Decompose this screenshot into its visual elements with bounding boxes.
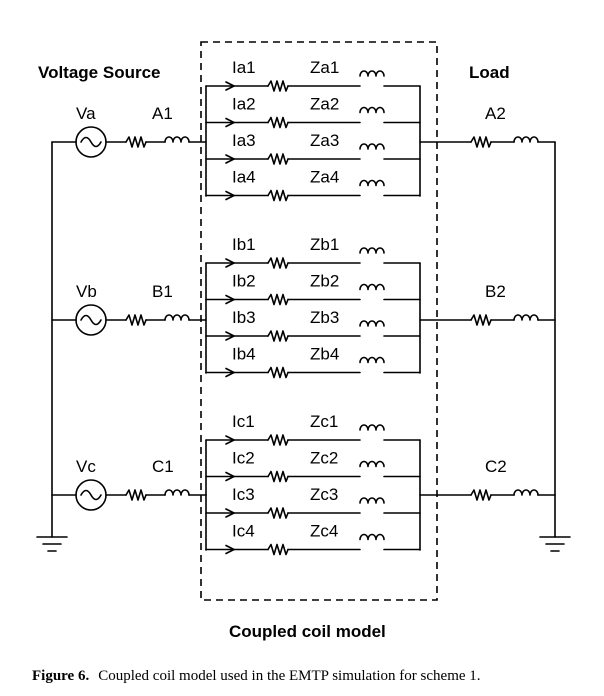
- current-arrow-icon: [225, 367, 235, 378]
- current-arrow-icon: [225, 117, 235, 128]
- source-label: Vb: [76, 282, 97, 301]
- branch-Zb1: Ib1 Zb1: [205, 235, 421, 269]
- branch-current-label: Ic2: [232, 449, 255, 468]
- branch-Zc2: Ic2 Zc2: [205, 449, 421, 483]
- branch-Za2: Ia2 Za2: [205, 95, 421, 129]
- branch-Za1: Ia1 Za1: [205, 58, 421, 92]
- branch-impedance-label: Zb4: [310, 345, 339, 364]
- caption-label: Figure 6.: [32, 668, 89, 684]
- coupled-coil-boundary: [200, 41, 438, 601]
- branch-impedance-label: Zb2: [310, 272, 339, 291]
- source-label: Vc: [76, 457, 96, 476]
- branch-current-label: Ib3: [232, 308, 256, 327]
- branch-current-label: Ic1: [232, 412, 255, 431]
- line-impedance-label: A1: [152, 104, 173, 123]
- sine-wave-icon: [80, 489, 102, 501]
- current-arrow-icon: [225, 471, 235, 482]
- branch-impedance-label: Za4: [310, 168, 339, 187]
- branch-Zc3: Ic3 Zc3: [205, 485, 421, 519]
- branch-Za3: Ia3 Za3: [205, 131, 421, 165]
- branch-impedance-label: Zc3: [310, 485, 338, 504]
- line-impedance-label: C1: [152, 457, 174, 476]
- coupled-coil-model-heading: Coupled coil model: [229, 622, 386, 641]
- branch-current-label: Ia1: [232, 58, 256, 77]
- branch-impedance-label: Za1: [310, 58, 339, 77]
- current-arrow-icon: [225, 331, 235, 341]
- left-ground-icon: [36, 536, 68, 552]
- branch-impedance-label: Za2: [310, 95, 339, 114]
- branch-Zb3: Ib3 Zb3: [205, 308, 421, 342]
- load-impedance-label: B2: [485, 282, 506, 301]
- branch-current-label: Ib1: [232, 235, 256, 254]
- branch-impedance-label: Zc2: [310, 449, 338, 468]
- branch-Zc1: Ic1 Zc1: [205, 412, 421, 446]
- branch-current-label: Ia3: [232, 131, 256, 150]
- sine-wave-icon: [80, 136, 102, 148]
- branch-current-label: Ib2: [232, 272, 256, 291]
- load-heading: Load: [469, 63, 510, 82]
- current-arrow-icon: [225, 154, 235, 164]
- current-arrow-icon: [225, 258, 235, 268]
- branch-Zb2: Ib2 Zb2: [205, 272, 421, 306]
- current-arrow-icon: [225, 508, 235, 518]
- load-impedance-label: C2: [485, 457, 507, 476]
- branch-impedance-label: Zc1: [310, 412, 338, 431]
- current-arrow-icon: [225, 435, 235, 445]
- branch-Za4: Ia4 Za4: [205, 168, 421, 202]
- branch-current-label: Ib4: [232, 345, 256, 364]
- current-arrow-icon: [225, 294, 235, 305]
- branch-current-label: Ic3: [232, 485, 255, 504]
- source-label: Va: [76, 104, 96, 123]
- branch-impedance-label: Za3: [310, 131, 339, 150]
- branch-current-label: Ic4: [232, 522, 255, 541]
- line-impedance-label: B1: [152, 282, 173, 301]
- branch-Zc4: Ic4 Zc4: [205, 522, 421, 556]
- branch-impedance-label: Zb3: [310, 308, 339, 327]
- branch-impedance-label: Zc4: [310, 522, 338, 541]
- voltage-source-heading: Voltage Source: [38, 63, 161, 82]
- current-arrow-icon: [225, 190, 235, 201]
- right-ground-icon: [539, 536, 571, 552]
- current-arrow-icon: [225, 81, 235, 91]
- sine-wave-icon: [80, 314, 102, 326]
- branch-current-label: Ia2: [232, 95, 256, 114]
- caption-text: Coupled coil model used in the EMTP simu…: [98, 668, 480, 684]
- load-impedance-label: A2: [485, 104, 506, 123]
- current-arrow-icon: [225, 544, 235, 555]
- branch-impedance-label: Zb1: [310, 235, 339, 254]
- branch-Zb4: Ib4 Zb4: [205, 345, 421, 379]
- branch-current-label: Ia4: [232, 168, 256, 187]
- figure-caption: Figure 6. Coupled coil model used in the…: [32, 667, 481, 684]
